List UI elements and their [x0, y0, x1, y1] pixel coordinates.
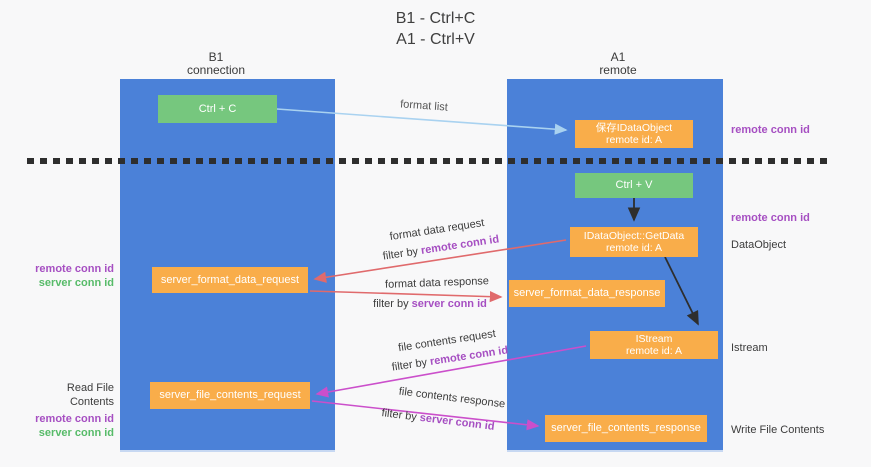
write-file-contents-label: Write File Contents — [731, 424, 825, 436]
left-bottom-labels: Read File Contents remote conn id server… — [22, 381, 114, 440]
server-format-data-request-label: server_format_data_request — [160, 273, 300, 286]
remote-conn-id-label: remote conn id — [731, 124, 810, 136]
filter-by-text: filter by — [391, 356, 431, 374]
istream-line2: remote id: A — [625, 345, 683, 357]
server-format-data-response-label: server_format_data_response — [513, 287, 661, 299]
filter-by-text: filter by — [382, 245, 422, 263]
ctrl-v-label: Ctrl + V — [615, 179, 653, 191]
format-data-response-filter-label: filter by server conn id — [373, 298, 487, 310]
column-header-b1: B1 connection — [156, 51, 276, 77]
column-b1-name: B1 — [208, 50, 224, 64]
left-mid-labels: remote conn id server conn id — [22, 262, 114, 290]
istream-box: IStream remote id: A — [590, 331, 718, 359]
server-conn-id-label: server conn id — [38, 277, 114, 289]
server-file-contents-response-box: server_file_contents_response — [545, 415, 707, 442]
remote-conn-id-label: remote conn id — [35, 413, 114, 425]
file-contents-response-label: file contents response — [398, 385, 506, 411]
column-a1-role: remote — [599, 63, 637, 77]
format-list-label: format list — [399, 98, 449, 114]
read-file-contents-label: Read File Contents — [66, 382, 114, 408]
istream-line1: IStream — [635, 333, 673, 345]
server-format-data-request-box: server_format_data_request — [152, 267, 308, 293]
dataobject-label: DataObject — [731, 239, 787, 251]
title-line-2: A1 - Ctrl+V — [396, 31, 475, 48]
column-b1-role: connection — [186, 63, 246, 77]
remote-conn-id-text: remote conn id — [420, 233, 500, 257]
save-idataobject-line2: remote id: A — [605, 134, 663, 146]
session-divider-dashed-line — [27, 158, 833, 164]
save-idataobject-box: 保存IDataObject remote id: A — [575, 120, 693, 148]
column-a1-name: A1 — [610, 50, 626, 64]
title-line-1: B1 - Ctrl+C — [395, 10, 476, 27]
server-file-contents-request-label: server_file_contents_request — [159, 389, 301, 401]
remote-conn-id-label: remote conn id — [35, 263, 114, 275]
diagram-title: B1 - Ctrl+C A1 - Ctrl+V — [0, 8, 871, 50]
right-mid-labels: remote conn id DataObject — [731, 211, 866, 252]
remote-conn-id-label: remote conn id — [731, 212, 810, 224]
format-data-response-label: format data response — [384, 275, 490, 291]
getdata-line2: remote id: A — [605, 242, 663, 254]
server-conn-id-label: server conn id — [38, 427, 114, 439]
getdata-line1: IDataObject::GetData — [583, 230, 685, 242]
arrow-format-data-response — [309, 290, 503, 303]
idataobject-getdata-box: IDataObject::GetData remote id: A — [570, 227, 698, 257]
filter-by-text: filter by — [373, 298, 412, 310]
column-header-a1: A1 remote — [558, 51, 678, 77]
ctrl-c-label: Ctrl + C — [198, 102, 237, 115]
file-contents-response-filter-label: filter by server conn id — [381, 407, 495, 433]
server-file-contents-response-label: server_file_contents_response — [551, 422, 701, 434]
ctrl-v-box: Ctrl + V — [575, 173, 693, 198]
server-conn-id-text: server conn id — [419, 411, 496, 433]
server-file-contents-request-box: server_file_contents_request — [150, 382, 310, 409]
ctrl-c-box: Ctrl + C — [158, 95, 277, 123]
server-format-data-response-box: server_format_data_response — [509, 280, 665, 307]
istream-side-label: Istream — [731, 342, 768, 354]
filter-by-text: filter by — [380, 407, 421, 424]
save-idataobject-line1: 保存IDataObject — [595, 122, 673, 134]
server-conn-id-text: server conn id — [411, 298, 487, 310]
